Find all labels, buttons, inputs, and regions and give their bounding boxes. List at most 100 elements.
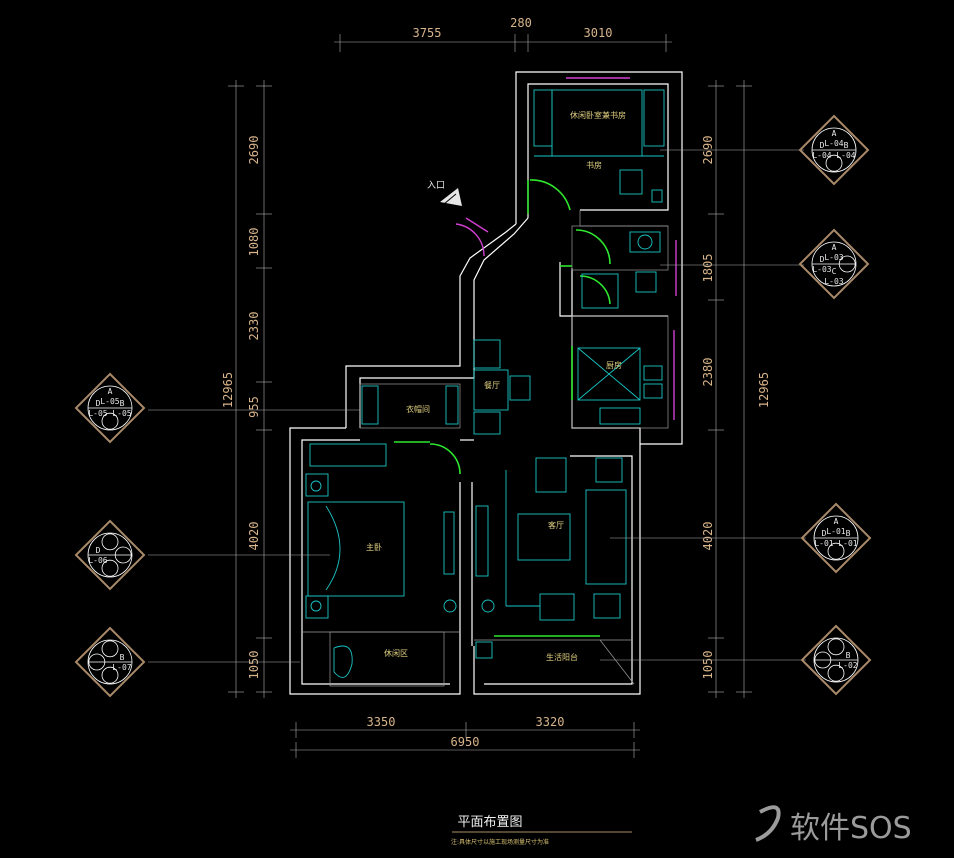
dim-left-total: 12965 [221, 372, 235, 408]
watermark-logo-icon [755, 805, 781, 842]
tag-diamond [798, 228, 870, 300]
dim-right-3: 2380 [701, 358, 715, 387]
label-kitchen: 厨房 [606, 360, 622, 370]
dim-right-total: 12965 [757, 372, 771, 408]
tag-code-bottom: L-03 [824, 277, 843, 286]
dim-left-5: 4020 [247, 522, 261, 551]
dim-right-4: 4020 [701, 522, 715, 551]
index-tag-l06: DL-06 [74, 519, 146, 591]
tag-letter-right: B [846, 651, 851, 660]
dim-top-1: 3755 [413, 26, 442, 40]
watermark: 软件SOS [755, 805, 912, 846]
tag-letter-right: B [846, 529, 851, 538]
dim-left-1: 2690 [247, 136, 261, 165]
tag-quarter-circle [88, 653, 106, 671]
index-tag-l07: BL-07 [74, 626, 146, 698]
tag-quarter-circle [114, 546, 132, 564]
index-tag-l02: BL-02 [800, 624, 872, 696]
tag-code-top: L-01 [826, 527, 845, 536]
tag-diamond [798, 114, 870, 186]
right-dimension-chain: 2690 1805 2380 4020 1050 12965 [701, 80, 771, 698]
tag-quarter-circle [827, 664, 845, 682]
tag-letter-top: A [834, 517, 839, 526]
dim-left-2: 1080 [247, 228, 261, 257]
tag-quarter-circle [838, 255, 856, 273]
tag-code-right: L-05 [112, 409, 131, 418]
top-dimension-chain: 3755 280 3010 [334, 16, 672, 52]
label-laundry: 生活阳台 [546, 652, 578, 662]
tag-quarter-circle [101, 559, 119, 577]
tag-code-top: L-04 [824, 139, 843, 148]
room-labels: 入口 休闲卧室兼书房 书房 厨房 餐厅 衣帽间 主卧 客厅 休闲区 生活阳台 [366, 110, 626, 662]
tag-quarter-circle [101, 533, 119, 551]
label-entry: 入口 [427, 180, 445, 191]
title-block: 平面布置图 注:具体尺寸以施工现场测量尺寸为准 [451, 815, 632, 846]
tag-diamond [74, 519, 146, 591]
tag-letter-left: D [820, 255, 825, 264]
label-cloakroom: 衣帽间 [406, 404, 430, 414]
tag-code-right: L-02 [838, 661, 857, 670]
doors [394, 179, 611, 637]
dim-left-3: 2330 [247, 312, 261, 341]
dim-top-3: 3010 [584, 26, 613, 40]
tag-code-right: L-01 [838, 539, 857, 548]
dim-left-4: 955 [247, 396, 261, 418]
index-leaders [148, 149, 806, 663]
tag-code-left: L-04 [812, 151, 831, 160]
dim-bottom-total: 6950 [451, 735, 480, 749]
left-dimension-chain: 2690 1080 2330 955 4020 1050 12965 [221, 80, 272, 698]
dim-bottom-2: 3320 [536, 715, 565, 729]
label-dining: 餐厅 [484, 381, 500, 390]
tag-letter-top: A [832, 243, 837, 252]
tag-letter-right: B [844, 141, 849, 150]
tag-quarter-circle [814, 651, 832, 669]
bottom-dimension-chain: 3350 3320 6950 [290, 715, 640, 758]
drawing-subtitle: 注:具体尺寸以施工现场测量尺寸为准 [451, 838, 549, 846]
tag-letter-right: B [120, 399, 125, 408]
dim-bottom-1: 3350 [367, 715, 396, 729]
tag-diamond [800, 502, 872, 574]
tag-quarter-circle [827, 542, 845, 560]
tag-letter-top: A [108, 387, 113, 396]
tag-letter-top: A [832, 129, 837, 138]
tag-code-top: L-03 [824, 253, 843, 262]
tag-quarter-circle [101, 412, 119, 430]
tag-letter-right: B [120, 653, 125, 662]
furniture [305, 89, 665, 687]
tag-quarter-circle [827, 638, 845, 656]
tag-code-right: L-07 [112, 663, 131, 672]
dim-right-2: 1805 [701, 254, 715, 283]
tag-diamond [74, 626, 146, 698]
tag-code-left: L-03 [812, 265, 831, 274]
tag-letter-left: D [822, 529, 827, 538]
tag-letter-bottom: C [832, 267, 837, 276]
tag-code-left: L-05 [88, 409, 107, 418]
tag-letter-left: D [96, 546, 101, 555]
index-tags: AL-04DL-04BL-04AL-03CL-03DL-03AL-05DL-05… [74, 114, 872, 698]
tag-code-top: L-05 [100, 397, 119, 406]
tag-code-right: L-04 [836, 151, 855, 160]
dim-right-5: 1050 [701, 651, 715, 680]
drawing-title: 平面布置图 [457, 815, 522, 830]
watermark-text: 软件SOS [790, 811, 912, 846]
label-living: 客厅 [548, 520, 564, 530]
tag-quarter-circle [101, 666, 119, 684]
tag-diamond [74, 372, 146, 444]
tag-code-left: L-06 [88, 556, 107, 565]
tag-letter-left: D [820, 141, 825, 150]
label-top-bedroom: 休闲卧室兼书房 [570, 110, 626, 120]
label-master-bedroom: 主卧 [366, 542, 382, 552]
dim-top-2: 280 [510, 16, 532, 30]
windows [465, 77, 677, 420]
entry-arrow-icon [440, 188, 462, 206]
dim-left-6: 1050 [247, 651, 261, 680]
tag-diamond [800, 624, 872, 696]
label-study: 书房 [586, 160, 602, 170]
tag-letter-left: D [96, 399, 101, 408]
tag-quarter-circle [825, 154, 843, 172]
